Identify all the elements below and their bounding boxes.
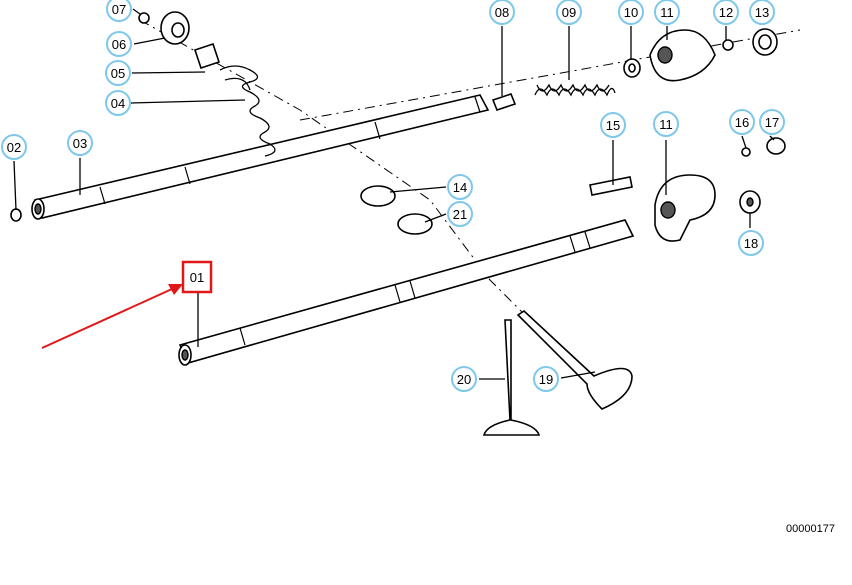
svg-text:12: 12 xyxy=(719,5,733,20)
leader-lines xyxy=(13,8,775,380)
callout-19[interactable]: 19 xyxy=(533,366,559,392)
callout-06[interactable]: 06 xyxy=(106,31,132,57)
callout-07[interactable]: 07 xyxy=(106,0,132,22)
callout-02[interactable]: 02 xyxy=(1,134,27,160)
svg-text:07: 07 xyxy=(112,2,126,17)
svg-text:18: 18 xyxy=(744,236,758,251)
callout-17[interactable]: 17 xyxy=(759,109,785,135)
callout-11-lower[interactable]: 11 xyxy=(653,111,679,137)
small-parts xyxy=(10,11,786,436)
callout-10[interactable]: 10 xyxy=(618,0,644,25)
svg-text:10: 10 xyxy=(624,5,638,20)
callout-04[interactable]: 04 xyxy=(105,90,131,116)
svg-text:06: 06 xyxy=(112,37,126,52)
diagram-code: 00000177 xyxy=(786,523,835,535)
svg-text:16: 16 xyxy=(735,115,749,130)
svg-text:20: 20 xyxy=(457,372,471,387)
svg-text:05: 05 xyxy=(111,66,125,81)
svg-text:11: 11 xyxy=(659,117,673,132)
callout-16[interactable]: 16 xyxy=(729,109,755,135)
callout-08[interactable]: 08 xyxy=(489,0,515,25)
callout-01[interactable]: 01 xyxy=(181,260,213,294)
callout-05[interactable]: 05 xyxy=(105,60,131,86)
svg-text:03: 03 xyxy=(73,136,87,151)
spring-09 xyxy=(534,83,616,97)
svg-text:02: 02 xyxy=(7,140,21,155)
svg-text:09: 09 xyxy=(562,5,576,20)
rocker-shaft-lower xyxy=(178,219,635,366)
callout-12[interactable]: 12 xyxy=(713,0,739,25)
rocker-shaft-upper xyxy=(31,94,490,220)
svg-text:17: 17 xyxy=(765,115,779,130)
svg-text:08: 08 xyxy=(495,5,509,20)
svg-text:11: 11 xyxy=(660,5,674,20)
svg-text:15: 15 xyxy=(606,118,620,133)
callout-09[interactable]: 09 xyxy=(556,0,582,25)
pointer-arrow xyxy=(41,284,183,349)
callout-11-upper[interactable]: 11 xyxy=(654,0,680,25)
svg-text:01: 01 xyxy=(190,270,204,285)
callout-14[interactable]: 14 xyxy=(447,174,473,200)
callout-20[interactable]: 20 xyxy=(451,366,477,392)
svg-text:19: 19 xyxy=(539,372,553,387)
callout-18[interactable]: 18 xyxy=(738,230,764,256)
callout-21[interactable]: 21 xyxy=(447,201,473,227)
spring-04 xyxy=(219,65,276,157)
svg-text:04: 04 xyxy=(111,96,125,111)
axis-line-upper xyxy=(299,29,801,121)
svg-text:14: 14 xyxy=(453,180,467,195)
callout-03[interactable]: 03 xyxy=(67,130,93,156)
svg-text:21: 21 xyxy=(453,207,467,222)
svg-text:13: 13 xyxy=(755,5,769,20)
callout-13[interactable]: 13 xyxy=(749,0,775,25)
callout-15[interactable]: 15 xyxy=(600,112,626,138)
